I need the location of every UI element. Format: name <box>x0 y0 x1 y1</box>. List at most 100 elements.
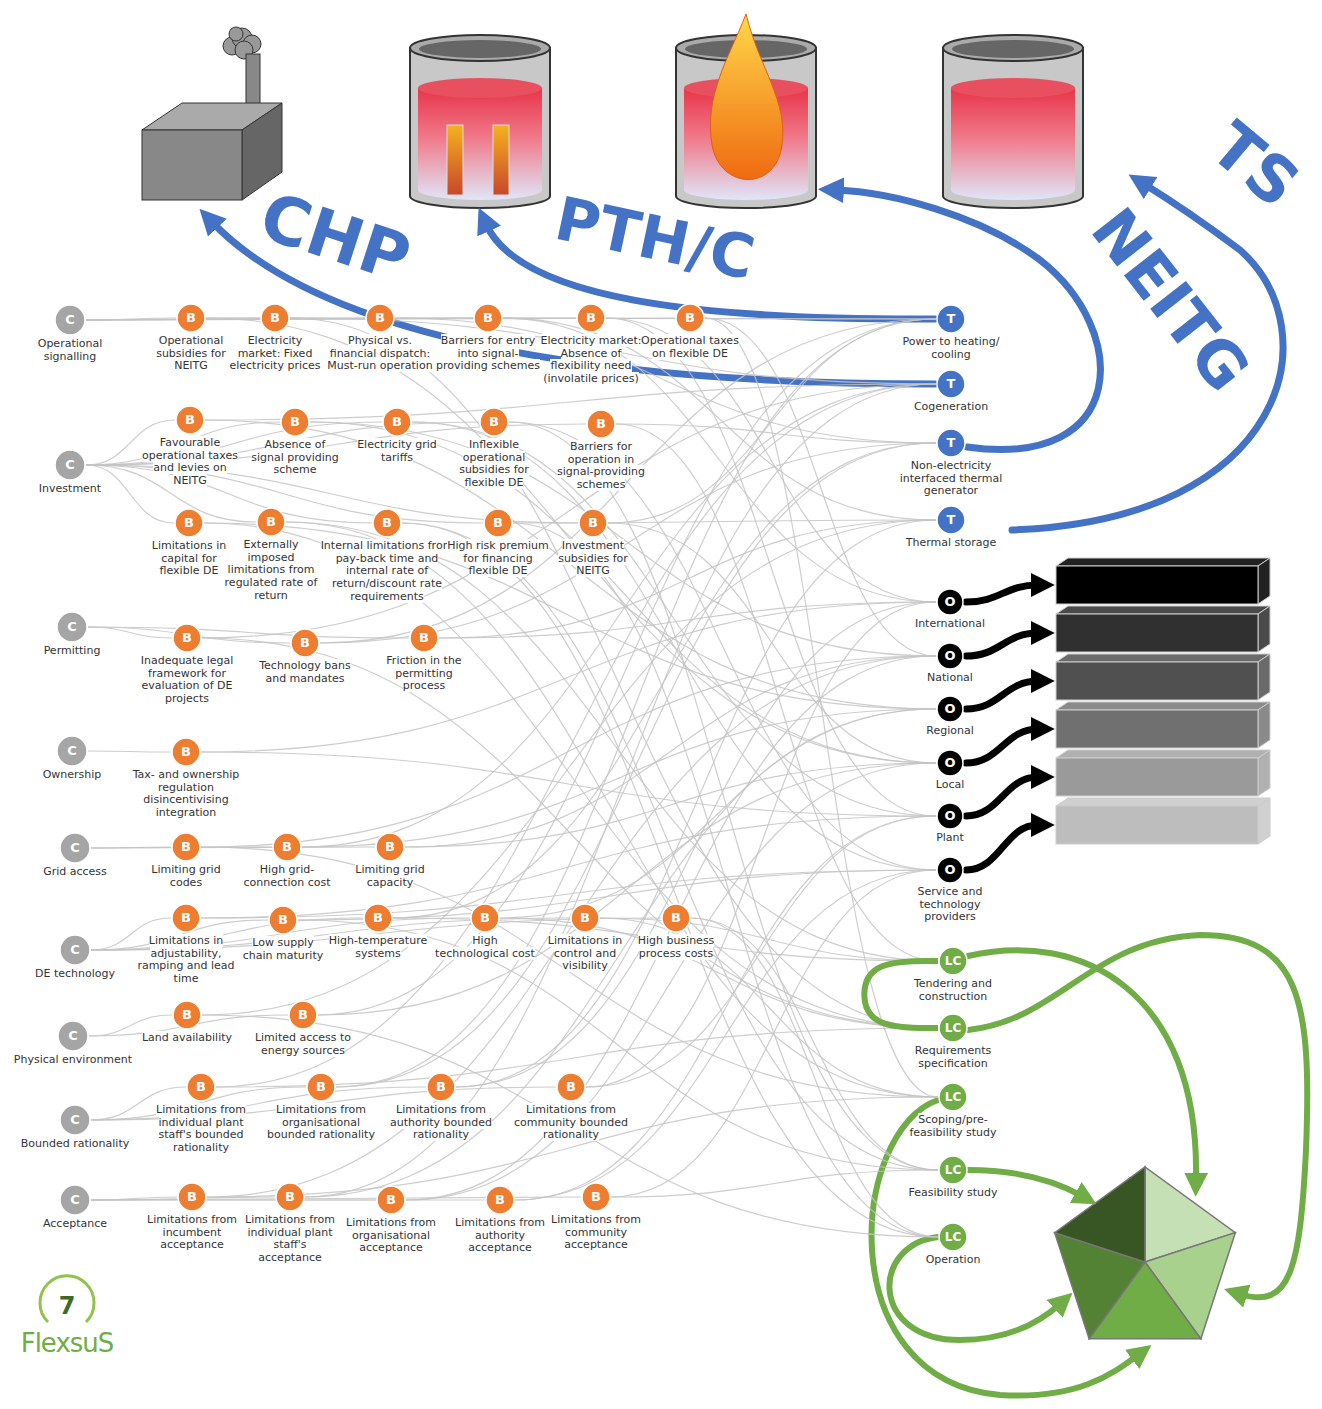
barrier-node: BBarriers for entry into signal-providin… <box>436 303 540 373</box>
node-label-wrap: Inadequate legal framework for evaluatio… <box>132 655 242 706</box>
node-letter: B <box>175 405 205 435</box>
heating-rod <box>447 125 463 195</box>
node-letter: C <box>59 832 91 864</box>
circle-fill <box>366 304 394 332</box>
node-circle: B <box>483 508 513 538</box>
circle-fill <box>55 450 85 480</box>
barrier-node: BLimitations from community acceptance <box>541 1182 651 1252</box>
node-letter: C <box>59 934 91 966</box>
black-arrow <box>966 585 1038 602</box>
circle-fill <box>587 410 615 438</box>
circle-fill <box>937 305 965 333</box>
node-circle: B <box>306 1072 336 1102</box>
node-label-wrap: Local <box>895 779 1005 792</box>
node-label: Operation <box>926 1253 981 1266</box>
node-circle: LC <box>938 1013 968 1043</box>
node-circle: B <box>479 407 509 437</box>
node-circle: T <box>936 428 966 458</box>
node-label: Electricity market: Fixed electricity pr… <box>229 334 320 372</box>
node-label-wrap: Tax- and ownership regulation disincenti… <box>121 769 251 820</box>
node-circle: B <box>272 832 302 862</box>
node-label: Service and technology providers <box>918 885 983 923</box>
illustration-part <box>1258 750 1270 796</box>
node-label-wrap: Externally imposed limitations from regu… <box>221 539 321 602</box>
node-label: Cogeneration <box>914 400 988 413</box>
node-label-wrap: Limitations in capital for flexible DE <box>149 540 229 578</box>
node-label-wrap: Scoping/pre-feasibility study <box>908 1114 998 1139</box>
node-letter: B <box>290 628 320 658</box>
node-label-wrap: Operation <box>908 1254 998 1267</box>
node-label-wrap: Limited access to energy sources <box>243 1032 363 1057</box>
tank-icon <box>943 35 1083 208</box>
node-circle: LC <box>938 946 968 976</box>
circle-fill <box>276 1183 304 1211</box>
node-letter: O <box>936 588 964 616</box>
barrier-node: BHigh business process costs <box>626 903 726 960</box>
connector-line <box>318 763 936 1015</box>
node-circle: B <box>581 1182 611 1212</box>
node-circle: C <box>56 611 88 643</box>
node-label: Electricity grid tariffs <box>357 438 437 464</box>
circle-fill <box>172 833 200 861</box>
pentagon-slice <box>1055 1167 1145 1262</box>
node-label: Limitations in capital for flexible DE <box>152 539 226 577</box>
node-circle: B <box>570 903 600 933</box>
node-letter: B <box>171 903 201 933</box>
circle-fill <box>60 833 90 863</box>
barrier-node: BTechnology bans and mandates <box>250 628 360 685</box>
node-circle: B <box>171 903 201 933</box>
connector-line <box>91 1087 426 1120</box>
node-circle: O <box>936 749 964 777</box>
connector-line <box>406 763 936 1200</box>
node-circle: LC <box>938 1155 968 1185</box>
illustration-part <box>410 48 550 208</box>
node-letter: B <box>272 832 302 862</box>
connector-line <box>202 638 938 1028</box>
connector-line <box>586 816 936 1087</box>
connector-line <box>705 318 938 1097</box>
logo-text: 7 <box>59 1294 76 1318</box>
node-letter: T <box>936 369 966 399</box>
node-circle: T <box>936 304 966 334</box>
circle-fill <box>939 1083 967 1111</box>
barrier-node: BLimitations from authority acceptance <box>450 1185 550 1255</box>
node-circle: C <box>56 735 88 767</box>
node-letter: B <box>426 1072 456 1102</box>
technology-node: TCogeneration <box>891 369 1011 414</box>
node-label: DE technology <box>35 967 115 980</box>
node-circle: B <box>365 303 395 333</box>
organisational-level-node: OService and technology providers <box>895 856 1005 924</box>
node-label: Limitations from individual plant staff'… <box>156 1103 246 1154</box>
node-label-wrap: DE technology <box>20 968 130 981</box>
circle-fill <box>269 906 297 934</box>
node-letter: C <box>56 735 88 767</box>
node-label: Limitations from organisational bounded … <box>267 1103 375 1141</box>
barrier-node: BLow supply chain maturity <box>238 905 328 962</box>
illustration-part <box>951 88 1075 200</box>
category-node: CBounded rationality <box>5 1104 145 1151</box>
category-node: CDE technology <box>20 934 130 981</box>
node-label: Physical vs. financial dispatch: Must-ru… <box>327 334 432 372</box>
heating-rod <box>493 125 509 195</box>
node-circle: C <box>59 1104 91 1136</box>
node-label-wrap: High-temperature systems <box>328 935 428 960</box>
connector-line <box>320 319 936 643</box>
node-circle: T <box>936 369 966 399</box>
node-label-wrap: Favourable operational taxes and levies … <box>142 437 238 488</box>
lifecycle-node: LCTendering and construction <box>898 946 1008 1003</box>
barrier-node: BHigh risk premium for financing flexibl… <box>446 508 550 578</box>
barrier-node: BLimiting grid codes <box>141 832 231 889</box>
node-letter: LC <box>938 1155 968 1185</box>
green-arrow <box>889 1237 1060 1340</box>
factory-icon <box>142 27 282 200</box>
circle-fill <box>471 904 499 932</box>
connector-line <box>302 709 936 847</box>
node-circle: B <box>576 303 606 333</box>
node-label-wrap: National <box>895 672 1005 685</box>
circle-fill <box>579 509 607 537</box>
node-letter: B <box>586 409 616 439</box>
node-circle: B <box>382 407 412 437</box>
node-letter: B <box>578 508 608 538</box>
node-label-wrap: Non-electricity interfaced thermal gener… <box>891 460 1011 498</box>
illustration-part <box>1258 606 1270 652</box>
